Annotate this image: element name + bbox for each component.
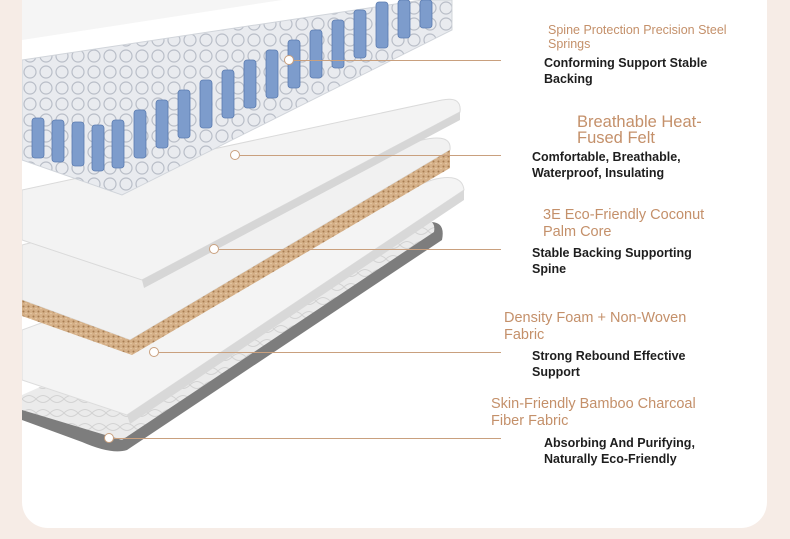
layer-title: Breathable Heat-Fused Felt xyxy=(577,113,702,147)
layer-title: Skin-Friendly Bamboo Charcoal Fiber Fabr… xyxy=(491,396,696,429)
layer-desc: Strong Rebound Effective Support xyxy=(532,349,686,379)
leader-line-5 xyxy=(114,438,501,439)
leader-dot-2 xyxy=(230,150,240,160)
layer-desc: Stable Backing Supporting Spine xyxy=(532,246,692,276)
leader-line-4 xyxy=(159,352,501,353)
layer-title: Spine Protection Precision Steel Springs xyxy=(548,23,727,52)
layer-desc: Conforming Support Stable Backing xyxy=(544,56,708,86)
leader-dot-3 xyxy=(209,244,219,254)
layer-desc: Absorbing And Purifying, Naturally Eco-F… xyxy=(544,436,695,466)
leader-line-3 xyxy=(219,249,501,250)
mattress-layers-illustration xyxy=(22,0,465,452)
layer-title: 3E Eco-Friendly Coconut Palm Core xyxy=(543,207,705,240)
layer-desc: Comfortable, Breathable, Waterproof, Ins… xyxy=(532,150,681,180)
leader-dot-4 xyxy=(149,347,159,357)
content-card: Spine Protection Precision Steel Springs… xyxy=(22,0,767,528)
leader-line-2 xyxy=(240,155,501,156)
leader-dot-1 xyxy=(284,55,294,65)
leader-line-1 xyxy=(294,60,501,61)
layer-title: Density Foam + Non-Woven Fabric xyxy=(504,310,687,343)
leader-dot-5 xyxy=(104,433,114,443)
